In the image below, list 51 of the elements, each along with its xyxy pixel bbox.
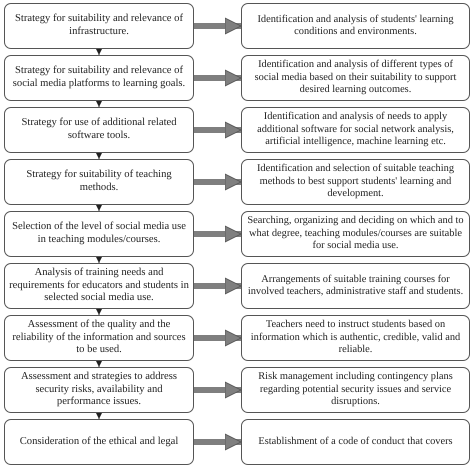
arrow	[194, 382, 242, 398]
box-text: Assessment and strategies to address security risks, availability and performance issues.	[20, 370, 178, 410]
arrow	[96, 412, 102, 420]
arrow	[194, 174, 242, 190]
box-text: Risk management including contingency plans regarding potential security issues and service disruptions.	[257, 371, 454, 409]
box-text: Analysis of training needs and requirements for educators and students in selected social media use.	[8, 266, 190, 306]
box-text: Strategy for use of additional related software tools.	[20, 117, 178, 143]
arrow	[194, 70, 242, 86]
box-text: Identification and selection of suitable teaching methods to best support students' learning and development.	[256, 163, 456, 201]
arrow	[194, 18, 242, 34]
box-text: Establishment of a code of conduct that covers	[258, 436, 453, 448]
arrow	[96, 360, 102, 368]
arrow	[96, 48, 102, 56]
box-text: Searching, organizing and deciding on which and to what degree, teaching modules/courses are suitable for social media use.	[246, 215, 465, 253]
box-text: Strategy for suitability and relevance of social media platforms to learning goals.	[12, 65, 186, 91]
box-text: Teachers need to instruct students based on information which is authentic, credible, valid and reliable.	[250, 319, 462, 357]
arrow	[96, 204, 102, 212]
arrow	[194, 278, 242, 294]
box-text: Assessment of the quality and the reliability of the information and sources to be used.	[11, 318, 187, 358]
process-box	[241, 107, 470, 153]
process-box	[241, 315, 470, 361]
process-box	[241, 419, 470, 465]
box-text: Identification and analysis of needs to apply additional software for social network analysis, artificial intelligence, machine learning etc.	[256, 111, 455, 149]
arrow	[96, 256, 102, 264]
box-text: Consideration of the ethical and legal	[20, 436, 178, 448]
process-box	[4, 55, 194, 101]
arrow	[96, 152, 102, 160]
arrow	[194, 330, 242, 346]
arrow	[194, 434, 242, 450]
process-box	[241, 159, 470, 205]
process-box	[4, 419, 194, 465]
box-text: Selection of the level of social media use in teaching modules/courses.	[11, 221, 187, 247]
box-text: Arrangements of suitable training courses for involved teachers, administrative staff and students.	[246, 274, 464, 298]
arrow	[96, 308, 102, 316]
arrow	[194, 122, 242, 138]
process-box	[241, 3, 470, 49]
process-box	[4, 3, 194, 49]
process-box	[241, 263, 470, 309]
process-box	[4, 107, 194, 153]
box-text: Identification and analysis of different types of social media based on their suitability to support desired learning outcomes.	[254, 59, 458, 97]
process-box	[4, 211, 194, 257]
arrow	[194, 226, 242, 242]
process-box	[241, 367, 470, 413]
box-text: Strategy for suitability of teaching methods.	[25, 169, 173, 195]
process-box	[4, 367, 194, 413]
process-box	[241, 55, 470, 101]
process-box	[4, 315, 194, 361]
process-box	[4, 159, 194, 205]
arrow	[96, 100, 102, 108]
box-text: Identification and analysis of students' learning conditions and environments.	[256, 14, 455, 38]
box-text: Strategy for suitability and relevance of infrastructure.	[14, 13, 184, 39]
